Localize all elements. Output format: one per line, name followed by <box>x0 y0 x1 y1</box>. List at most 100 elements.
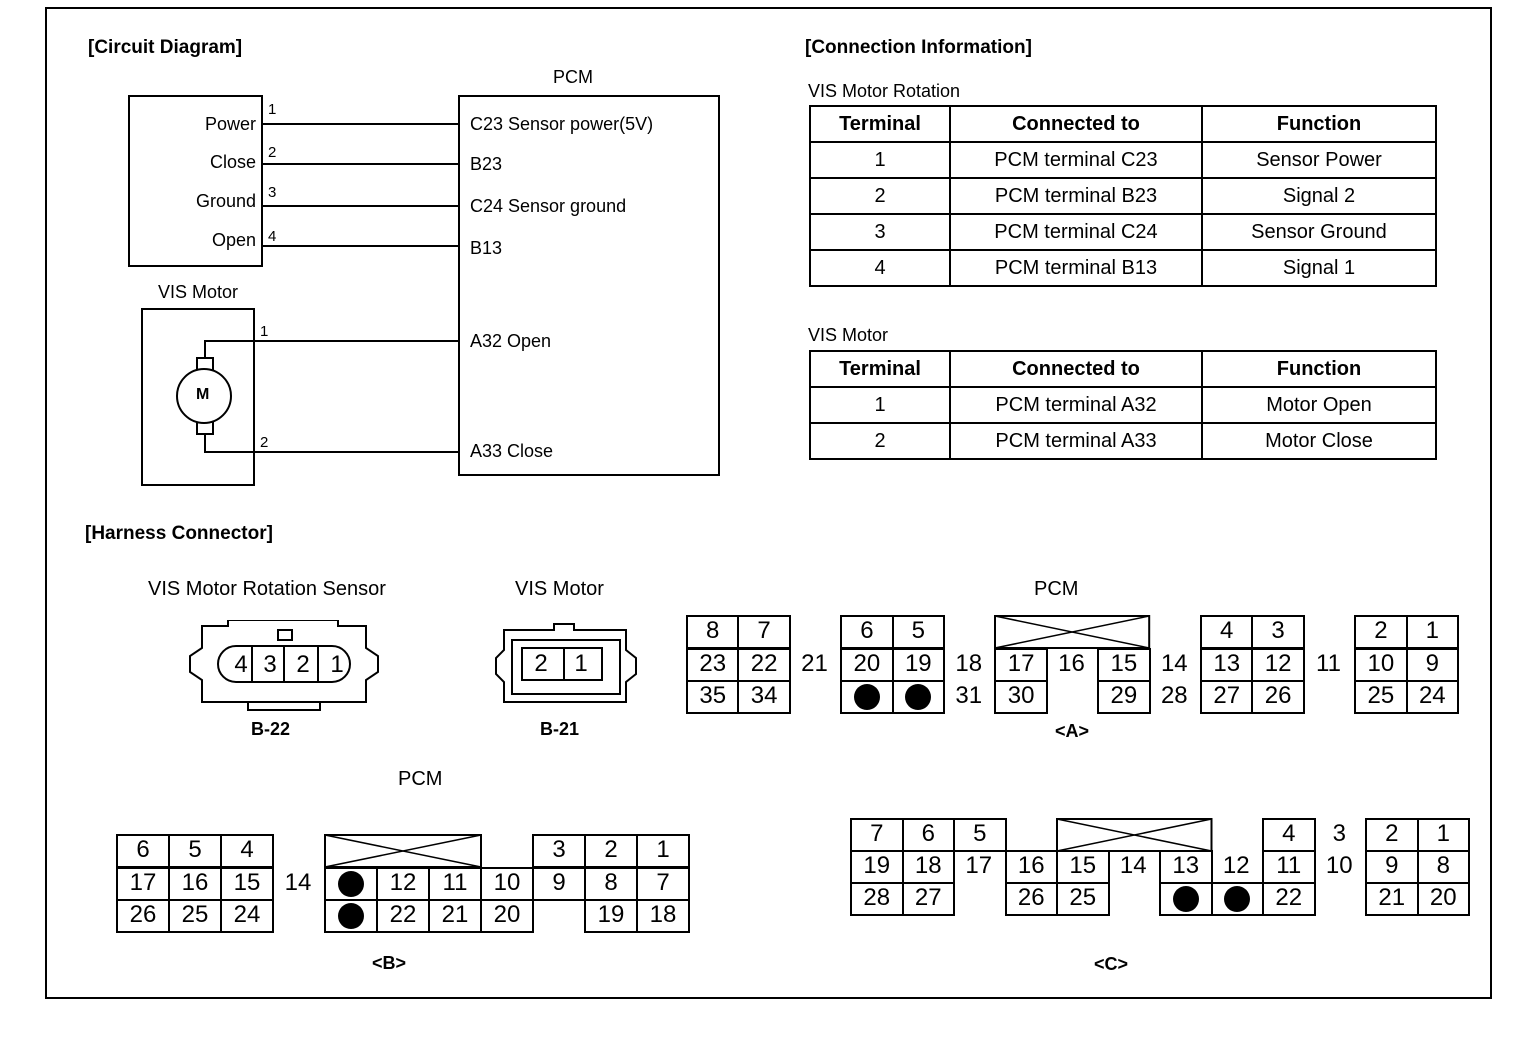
pcm-pin-label: B23 <box>470 154 503 174</box>
plugged-pin-dot <box>1224 886 1251 912</box>
connector-pin: 1 <box>1405 615 1459 649</box>
connector-code: <B> <box>372 953 407 973</box>
plugged-pin-dot <box>338 903 364 929</box>
connector-pin: 2 <box>584 834 638 868</box>
table-cell: PCM terminal C24 <box>949 213 1203 251</box>
pcm-box <box>458 95 720 476</box>
connector-pin: 9 <box>1405 648 1459 682</box>
connector-pin: 34 <box>737 680 791 714</box>
motor-connector-icon <box>495 623 637 703</box>
connector-pin: 11 <box>428 867 482 901</box>
table-title: VIS Motor Rotation <box>808 81 961 101</box>
connector-pin: 19 <box>850 850 904 884</box>
connector-pin: 20 <box>480 899 534 933</box>
pcm-pin-label: A33 Close <box>470 441 554 461</box>
connector-pin: 2 <box>1365 818 1419 852</box>
connector-pin: 26 <box>1251 680 1305 714</box>
connector-pin: 17 <box>994 648 1048 682</box>
connector-pin: 7 <box>737 615 791 649</box>
table-cell: PCM terminal A32 <box>949 386 1203 424</box>
connector-latch <box>277 629 293 641</box>
connector-pin: 21 <box>1365 882 1419 916</box>
connector-pin: 16 <box>168 867 222 901</box>
pcm-pin-label: A32 Open <box>470 331 552 351</box>
table-cell: 2 <box>809 177 951 215</box>
connector-pin: 8 <box>1416 850 1470 884</box>
connector-pin: 4 <box>220 834 274 868</box>
connector-pin: 35 <box>686 680 740 714</box>
connector-pin: 8 <box>584 867 638 901</box>
plugged-pin-dot <box>905 684 932 710</box>
connector-pin: 3 <box>1332 820 1346 847</box>
table-cell: 4 <box>809 249 951 287</box>
table-cell: 2 <box>809 422 951 460</box>
connector-pin: 17 <box>116 867 170 901</box>
wire-number: 1 <box>260 323 269 340</box>
connector-pin-cavity <box>521 647 603 681</box>
connector-pin: 22 <box>376 899 430 933</box>
connector-pin: 18 <box>901 850 955 884</box>
connector-pin: 5 <box>953 818 1007 852</box>
table-cell: PCM terminal A33 <box>949 422 1203 460</box>
table-cell: Motor Close <box>1201 422 1437 460</box>
connector-pin-number: 1 <box>330 651 344 678</box>
connector-pin: 5 <box>168 834 222 868</box>
connector-pin-number: 4 <box>234 651 248 678</box>
connector-pin: 19 <box>891 648 945 682</box>
pcm-pin-label: C23 Sensor power(5V) <box>470 114 654 134</box>
key-cross <box>1056 818 1212 852</box>
connector-pin: 27 <box>901 882 955 916</box>
connector-pin: 12 <box>376 867 430 901</box>
connector-pin: 14 <box>1119 852 1147 879</box>
harness-connector-heading: [Harness Connector] <box>85 523 273 544</box>
pcm-pin-label: B13 <box>470 238 503 258</box>
connector-key-cross-icon <box>324 834 482 868</box>
connector-pin: 2 <box>1354 615 1408 649</box>
connector-pin: 10 <box>1354 648 1408 682</box>
wire <box>263 123 459 125</box>
motor-symbol-label: M <box>196 386 210 403</box>
connector-pin: 26 <box>1004 882 1058 916</box>
connector-pin: 22 <box>1262 882 1316 916</box>
connector-pin: 18 <box>636 899 690 933</box>
connector-pin: 22 <box>737 648 791 682</box>
connector-pin: 9 <box>532 867 586 901</box>
connector-pin: 7 <box>636 867 690 901</box>
column-header: Terminal <box>809 350 951 388</box>
connector-pin: 13 <box>1159 850 1213 884</box>
connector-title: PCM <box>1034 578 1079 600</box>
connector-pin: 1 <box>1416 818 1470 852</box>
connection-info-heading: [Connection Information] <box>805 37 1032 58</box>
connector-pin: 26 <box>116 899 170 933</box>
connector-code: <A> <box>1055 721 1090 741</box>
table-cell: 3 <box>809 213 951 251</box>
connector-pin: 14 <box>1160 650 1188 677</box>
wire-number: 2 <box>260 434 269 451</box>
table-cell: PCM terminal C23 <box>949 141 1203 179</box>
connector-pin: 28 <box>850 882 904 916</box>
wire <box>263 163 459 165</box>
plugged-pin-dot <box>338 871 364 897</box>
column-header: Connected to <box>949 350 1203 388</box>
connector-pin: 25 <box>1354 680 1408 714</box>
connector-pin: 16 <box>1058 650 1085 677</box>
connector-pin: 11 <box>1316 650 1341 677</box>
sensor-box <box>128 95 263 267</box>
connector-pin: 1 <box>636 834 690 868</box>
connector-pin: 24 <box>1405 680 1459 714</box>
connector-pin: 3 <box>1251 615 1305 649</box>
connector-pin: 18 <box>955 650 983 677</box>
connector-pin: 11 <box>1262 850 1316 884</box>
pcm-title: PCM <box>553 67 593 87</box>
connector-blank-pin <box>891 680 945 714</box>
connector-pin: 4 <box>1262 818 1316 852</box>
connector-pin: 4 <box>1200 615 1254 649</box>
table-cell: Motor Open <box>1201 386 1437 424</box>
table-cell: Signal 2 <box>1201 177 1437 215</box>
